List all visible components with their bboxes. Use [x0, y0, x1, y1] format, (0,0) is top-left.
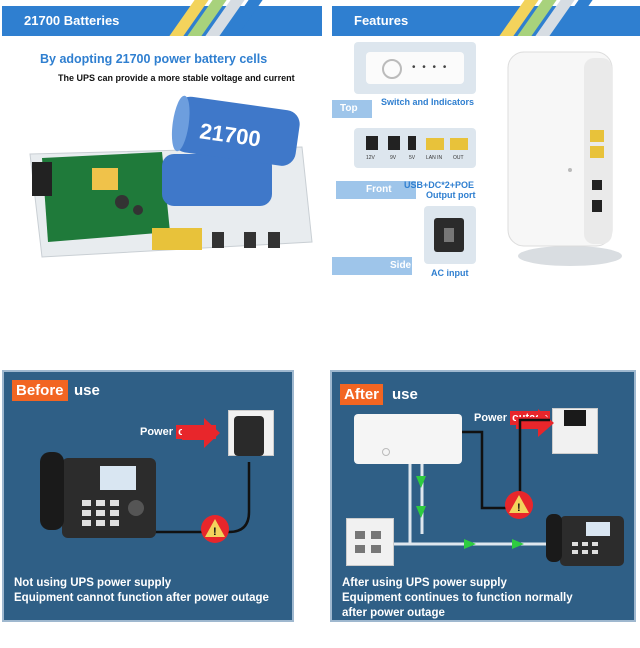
side-view-frame: [424, 206, 476, 264]
battery-cell-end: [171, 95, 190, 152]
ups-device: [354, 414, 462, 464]
before-tag-rest: use: [74, 382, 100, 399]
dc-port: [212, 232, 224, 248]
power-word: Power: [140, 426, 174, 438]
lan-in-port: [426, 138, 444, 150]
side-tab: Side: [332, 257, 412, 275]
device-shadow: [518, 246, 622, 266]
top-tab: Top: [332, 100, 372, 118]
power-plug: [564, 410, 586, 426]
dc-port: [244, 232, 256, 248]
ups-device-illustration: [507, 51, 622, 266]
poe-out-port: [450, 138, 468, 150]
network-wall-plate: [346, 518, 394, 566]
circuit-board: [42, 152, 170, 242]
battery-cell-bottom: [162, 154, 272, 206]
usb-port-5v: [408, 136, 416, 150]
power-word: Power: [474, 412, 508, 424]
dc-port: [592, 180, 602, 190]
rj45-jack: [371, 545, 381, 553]
before-footer-line1: Not using UPS power supply: [14, 577, 172, 589]
svg-text:!: !: [213, 526, 217, 538]
indicator-dots-icon: • • • •: [412, 62, 449, 73]
batteries-header: 21700 Batteries: [24, 13, 120, 28]
after-footer-line2: Equipment continues to function normally: [342, 592, 573, 604]
after-footer-line1: After using UPS power supply: [342, 577, 507, 589]
battery-cell-21700: [172, 96, 300, 166]
ip-phone-illustration: [546, 514, 624, 566]
port-label: 5V: [409, 155, 416, 161]
green-flow-arrow-icon: [416, 506, 426, 518]
dc-port-12v: [366, 136, 378, 150]
ups-internal-illustration: 21700: [29, 95, 313, 258]
features-header: Features: [354, 13, 409, 28]
top-caption: Switch and Indicators: [381, 97, 475, 107]
port-label: 12V: [366, 155, 375, 161]
after-use-panel: After use Power outage !: [330, 370, 636, 622]
transformer-block: [92, 168, 118, 190]
front-view-frame: 12V 9V 5V LAN IN OUT: [354, 128, 476, 168]
green-flow-arrow-icon: [464, 539, 476, 549]
dc-port: [268, 232, 280, 248]
front-caption-1: USB+DC*2+POE: [404, 180, 475, 190]
port-label: LAN IN: [426, 155, 443, 161]
port-label: 9V: [390, 155, 397, 161]
cable-lines: [394, 418, 552, 546]
before-use-panel: Before use Power outage ! Not using UPS …: [2, 370, 294, 622]
top-view-frame: • • • •: [354, 42, 476, 94]
capacitor: [115, 195, 129, 209]
ip-phone-illustration: [40, 452, 156, 538]
lan-port-yellow: [590, 130, 604, 142]
rj45-jack: [355, 531, 365, 539]
svg-text:!: !: [517, 502, 521, 514]
usb-port: [152, 228, 202, 250]
before-footer-line2: Equipment cannot function after power ou…: [14, 592, 269, 604]
port-label: OUT: [453, 155, 464, 161]
ac-input-pins: [444, 228, 454, 242]
side-caption: AC input: [431, 268, 469, 278]
ups-power-icon: [382, 448, 390, 456]
indicator-led: [568, 168, 572, 172]
front-tab: Front: [336, 181, 416, 199]
batteries-title: By adopting 21700 power battery cells: [40, 52, 268, 66]
power-cable-line: [154, 462, 251, 534]
features-header-bar: Features: [332, 6, 640, 36]
green-flow-arrow-icon: [512, 539, 524, 549]
power-adapter: [234, 416, 264, 456]
after-footer-line3: after power outage: [342, 607, 445, 619]
batteries-subtitle: The UPS can provide a more stable voltag…: [58, 73, 295, 83]
warning-icon: !: [201, 515, 229, 543]
before-tag: Before: [12, 380, 68, 401]
outage-arrow-icon: [182, 418, 220, 448]
power-switch-icon: [382, 59, 402, 79]
lan-port-yellow: [590, 146, 604, 158]
dc-port: [592, 200, 602, 212]
rj45-jack: [371, 531, 381, 539]
dc-port-9v: [388, 136, 400, 150]
rj45-jack: [355, 545, 365, 553]
after-tag-rest: use: [392, 386, 418, 403]
outage-arrow-icon: [516, 409, 554, 437]
capacitor: [133, 205, 143, 215]
batteries-header-bar: 21700 Batteries: [2, 6, 322, 36]
after-tag: After: [340, 384, 384, 405]
connector-block: [32, 162, 52, 196]
front-caption-2: Output port: [426, 190, 476, 200]
green-flow-arrow-icon: [416, 476, 426, 488]
warning-icon: !: [505, 491, 533, 519]
